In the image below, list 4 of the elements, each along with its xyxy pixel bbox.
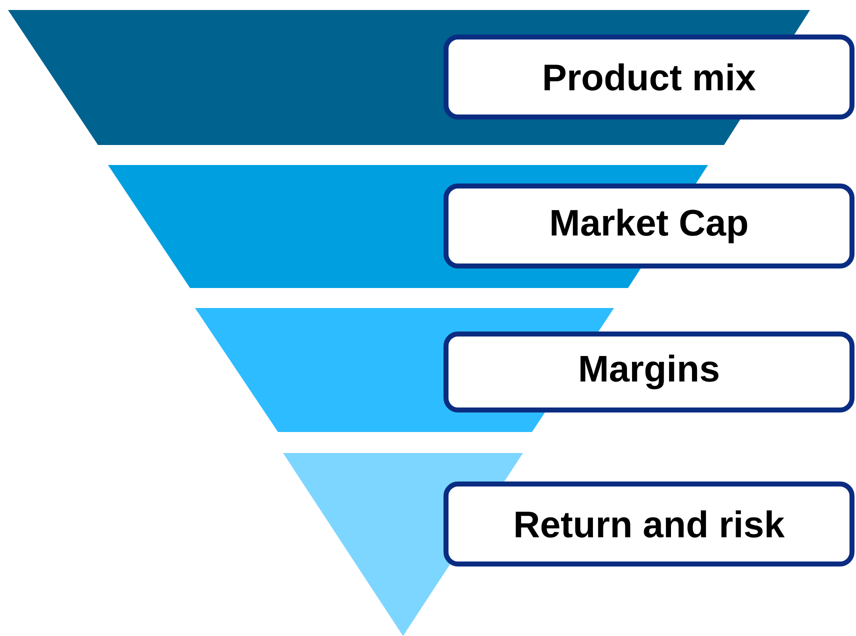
label-box: Product mix bbox=[444, 34, 854, 120]
label-box: Market Cap bbox=[444, 184, 854, 268]
label-box: Margins bbox=[444, 332, 854, 412]
label-box: Return and risk bbox=[444, 481, 854, 566]
